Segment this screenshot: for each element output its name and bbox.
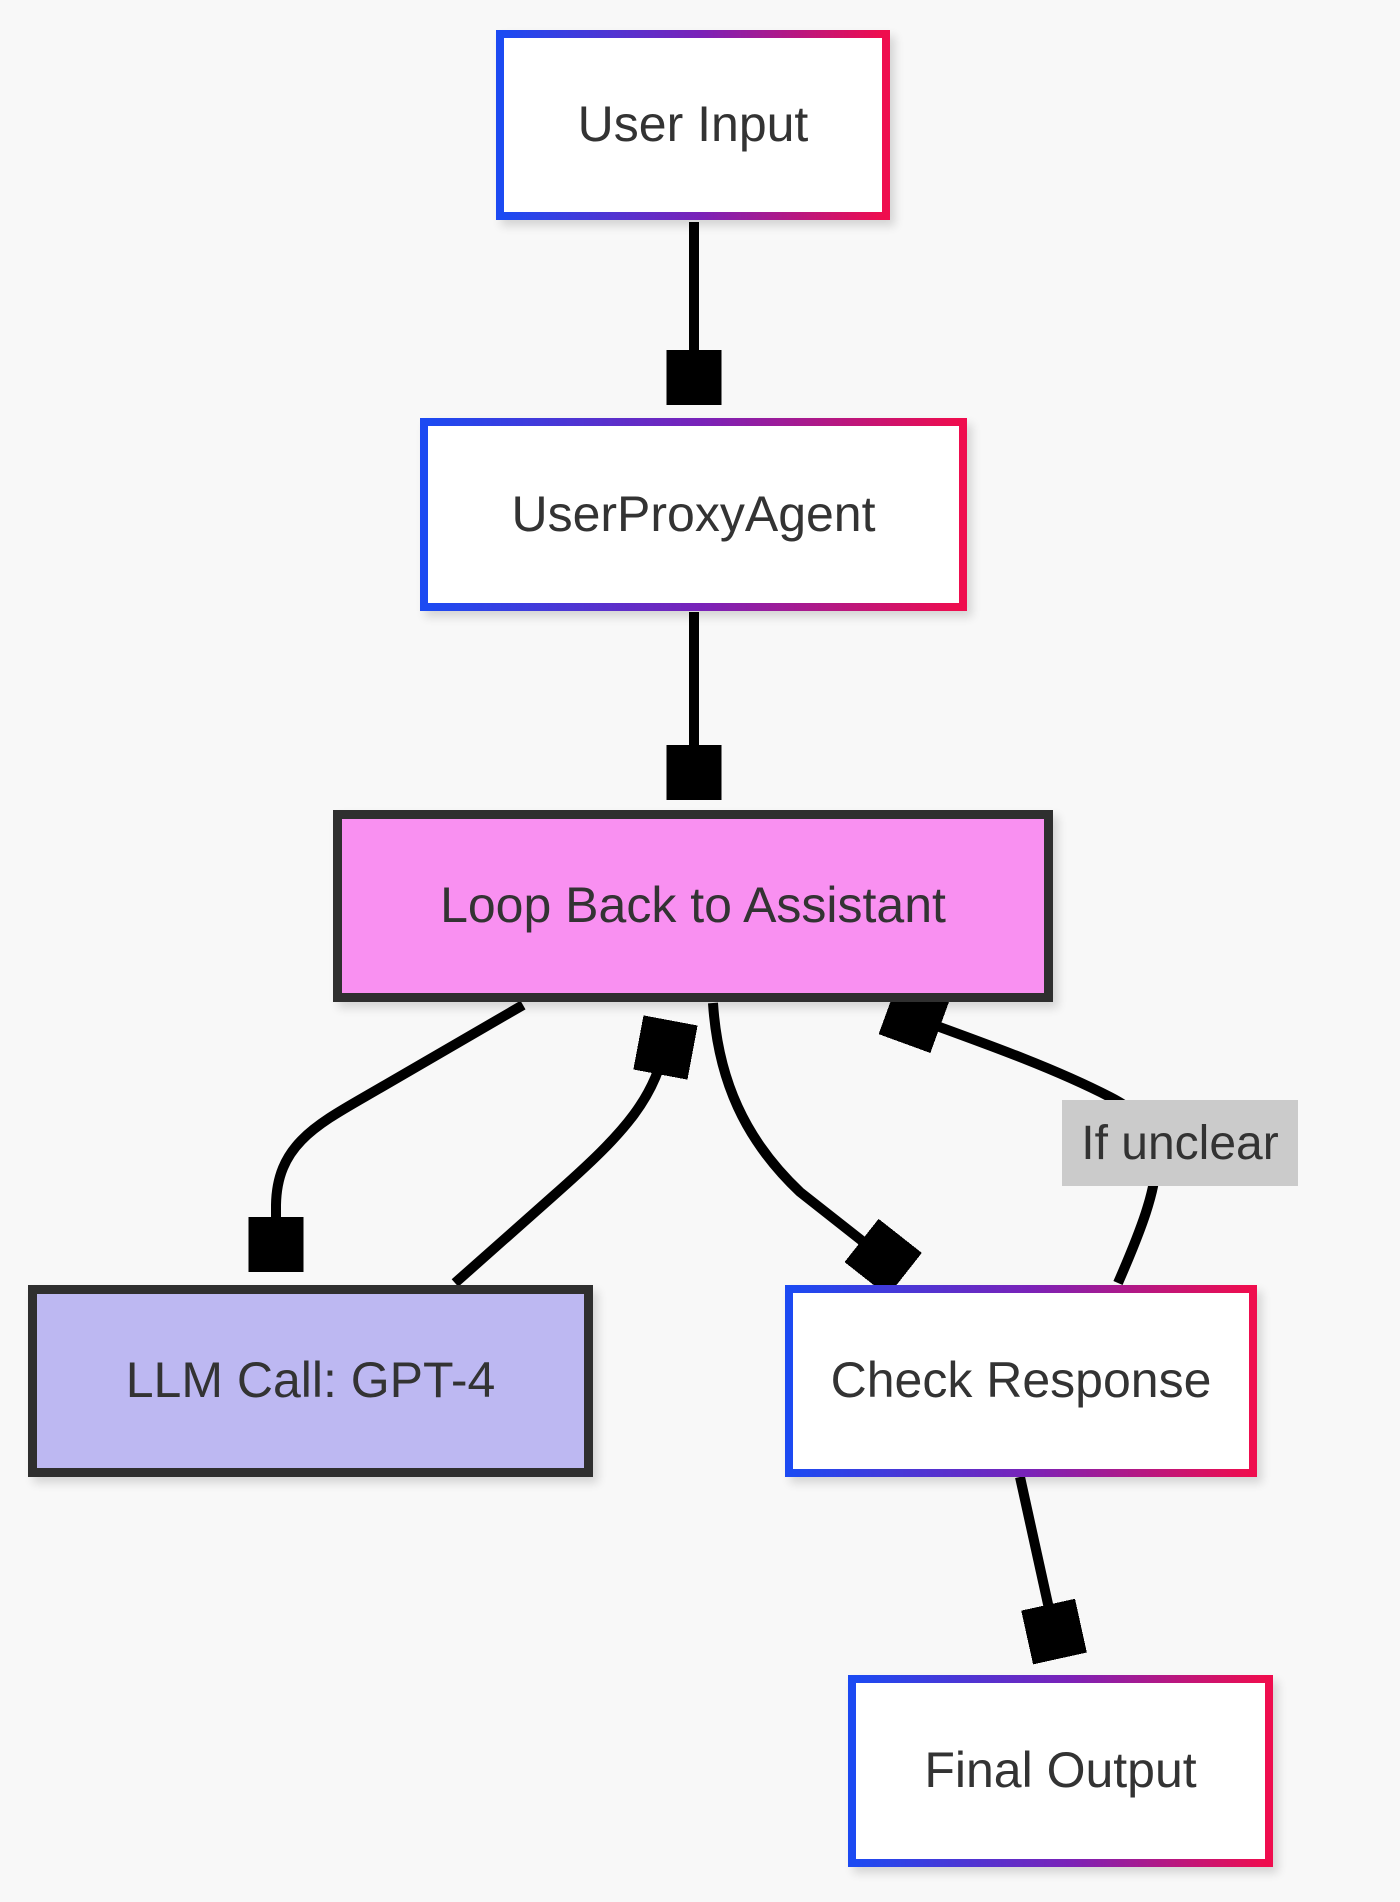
node-loop-back-to-assistant: Loop Back to Assistant bbox=[333, 810, 1053, 1002]
node-userproxyagent-label: UserProxyAgent bbox=[511, 485, 876, 542]
node-final-output-label: Final Output bbox=[924, 1742, 1197, 1799]
node-check-response: Check Response bbox=[785, 1285, 1257, 1477]
arrow-loop-back-to-check-response bbox=[708, 1002, 894, 1266]
node-userproxyagent: UserProxyAgent bbox=[420, 418, 967, 611]
arrow-check-response-to-final-output bbox=[1015, 1475, 1057, 1645]
node-llm-call-label: LLM Call: GPT-4 bbox=[125, 1352, 496, 1409]
node-loop-back-label: Loop Back to Assistant bbox=[440, 877, 946, 934]
node-user-input: User Input bbox=[496, 30, 890, 220]
arrow-llm-call-to-loop-back bbox=[451, 1034, 668, 1287]
arrow-loop-back-to-llm-call bbox=[276, 1000, 526, 1258]
node-check-response-label: Check Response bbox=[830, 1352, 1212, 1409]
edge-label-if-unclear: If unclear bbox=[1062, 1100, 1298, 1186]
arrow-check-response-to-loop-back-if-unclear bbox=[901, 1013, 1161, 1285]
node-final-output: Final Output bbox=[848, 1675, 1273, 1867]
node-user-input-label: User Input bbox=[577, 96, 809, 153]
node-llm-call-gpt4: LLM Call: GPT-4 bbox=[28, 1285, 593, 1477]
